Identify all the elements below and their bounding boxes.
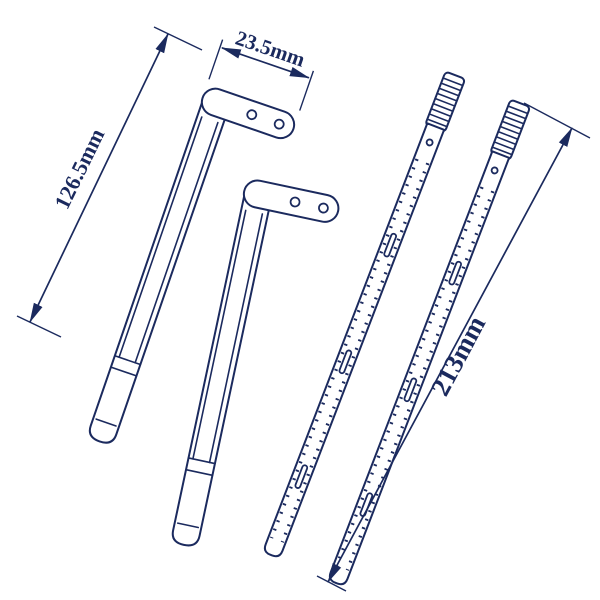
- extension-line: [153, 26, 203, 51]
- extension-line: [523, 102, 591, 139]
- dimension-label-arm-length: 126.5mm: [49, 125, 109, 213]
- extension-line: [16, 315, 62, 338]
- corner-bracket-arm: [168, 177, 342, 563]
- extension-line: [299, 70, 315, 111]
- extension-line: [316, 575, 347, 592]
- corner-bracket-arm: [84, 84, 299, 469]
- dimension-line: [29, 33, 169, 323]
- extension-line: [208, 39, 224, 80]
- bracket-part-2: [168, 177, 342, 563]
- dimension-line: [327, 127, 573, 583]
- dimension-line: [220, 47, 310, 79]
